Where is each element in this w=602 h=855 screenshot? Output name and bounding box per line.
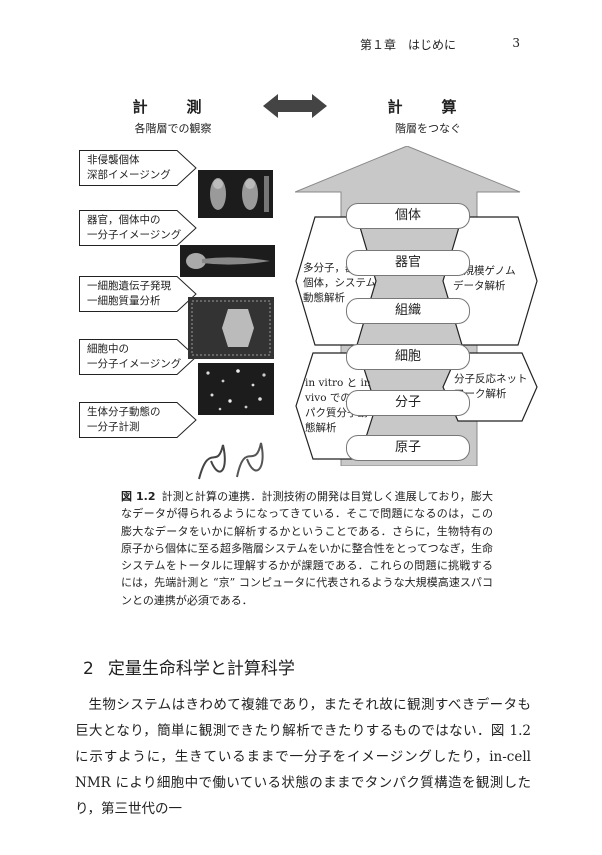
label-noninvasive-imaging: 非侵襲個体 深部イメージング — [79, 150, 197, 186]
section-heading: 2 定量生命科学と計算科学 — [83, 654, 295, 679]
hexagon-upper-right: 大規模ゲノム データ解析 — [442, 216, 538, 346]
level-cell: 細胞 — [346, 344, 470, 370]
microfluidic-chip-photo — [188, 297, 274, 359]
molecule-structure-image — [189, 431, 275, 487]
zebrafish-photo — [180, 245, 275, 277]
label-biomolecule-dynamics: 生体分子動態の 一分子計測 — [79, 402, 197, 438]
level-individual: 個体 — [346, 203, 470, 229]
page-number: 3 — [512, 36, 520, 50]
body-text: 生物システムはきわめて複雑であり，またそれ故に観測すべきデータも巨大となり，簡単… — [75, 692, 531, 822]
fluorescent-cell-photo — [198, 363, 274, 415]
chapter-title: 第１章 はじめに — [360, 38, 457, 52]
level-tissue: 組織 — [346, 298, 470, 324]
double-arrow-icon — [263, 94, 327, 118]
level-atom: 原子 — [346, 435, 470, 461]
body-paragraph: 生物システムはきわめて複雑であり，またそれ故に観測すべきデータも巨大となり，簡単… — [75, 697, 531, 817]
section-number: 2 — [83, 659, 94, 679]
hexagon-upper-left: 多分子，器官， 個体，システム 動態解析 — [295, 216, 377, 346]
computation-subheader: 階層をつなぐ — [395, 122, 461, 135]
mouse-imaging-photo — [198, 170, 273, 218]
label-cell-single-molecule: 細胞中の 一分子イメージング — [79, 339, 197, 375]
label-organ-single-molecule: 器官，個体中の 一分子イメージング — [79, 210, 197, 246]
section-title: 定量生命科学と計算科学 — [107, 659, 295, 679]
measurement-header: 計 測 — [132, 98, 214, 116]
label-single-cell-analysis: 一細胞遺伝子発現 一細胞質量分析 — [79, 276, 197, 312]
level-organ: 器官 — [346, 250, 470, 276]
computation-header: 計 算 — [387, 98, 469, 116]
figure-caption-label: 図 1.2 — [121, 490, 156, 503]
measurement-subheader: 各階層での観察 — [134, 122, 212, 135]
figure-caption-text: 計測と計算の連携．計測技術の開発は目覚しく進展しており，膨大なデータが得られるよ… — [121, 490, 493, 607]
level-molecule: 分子 — [346, 390, 470, 416]
